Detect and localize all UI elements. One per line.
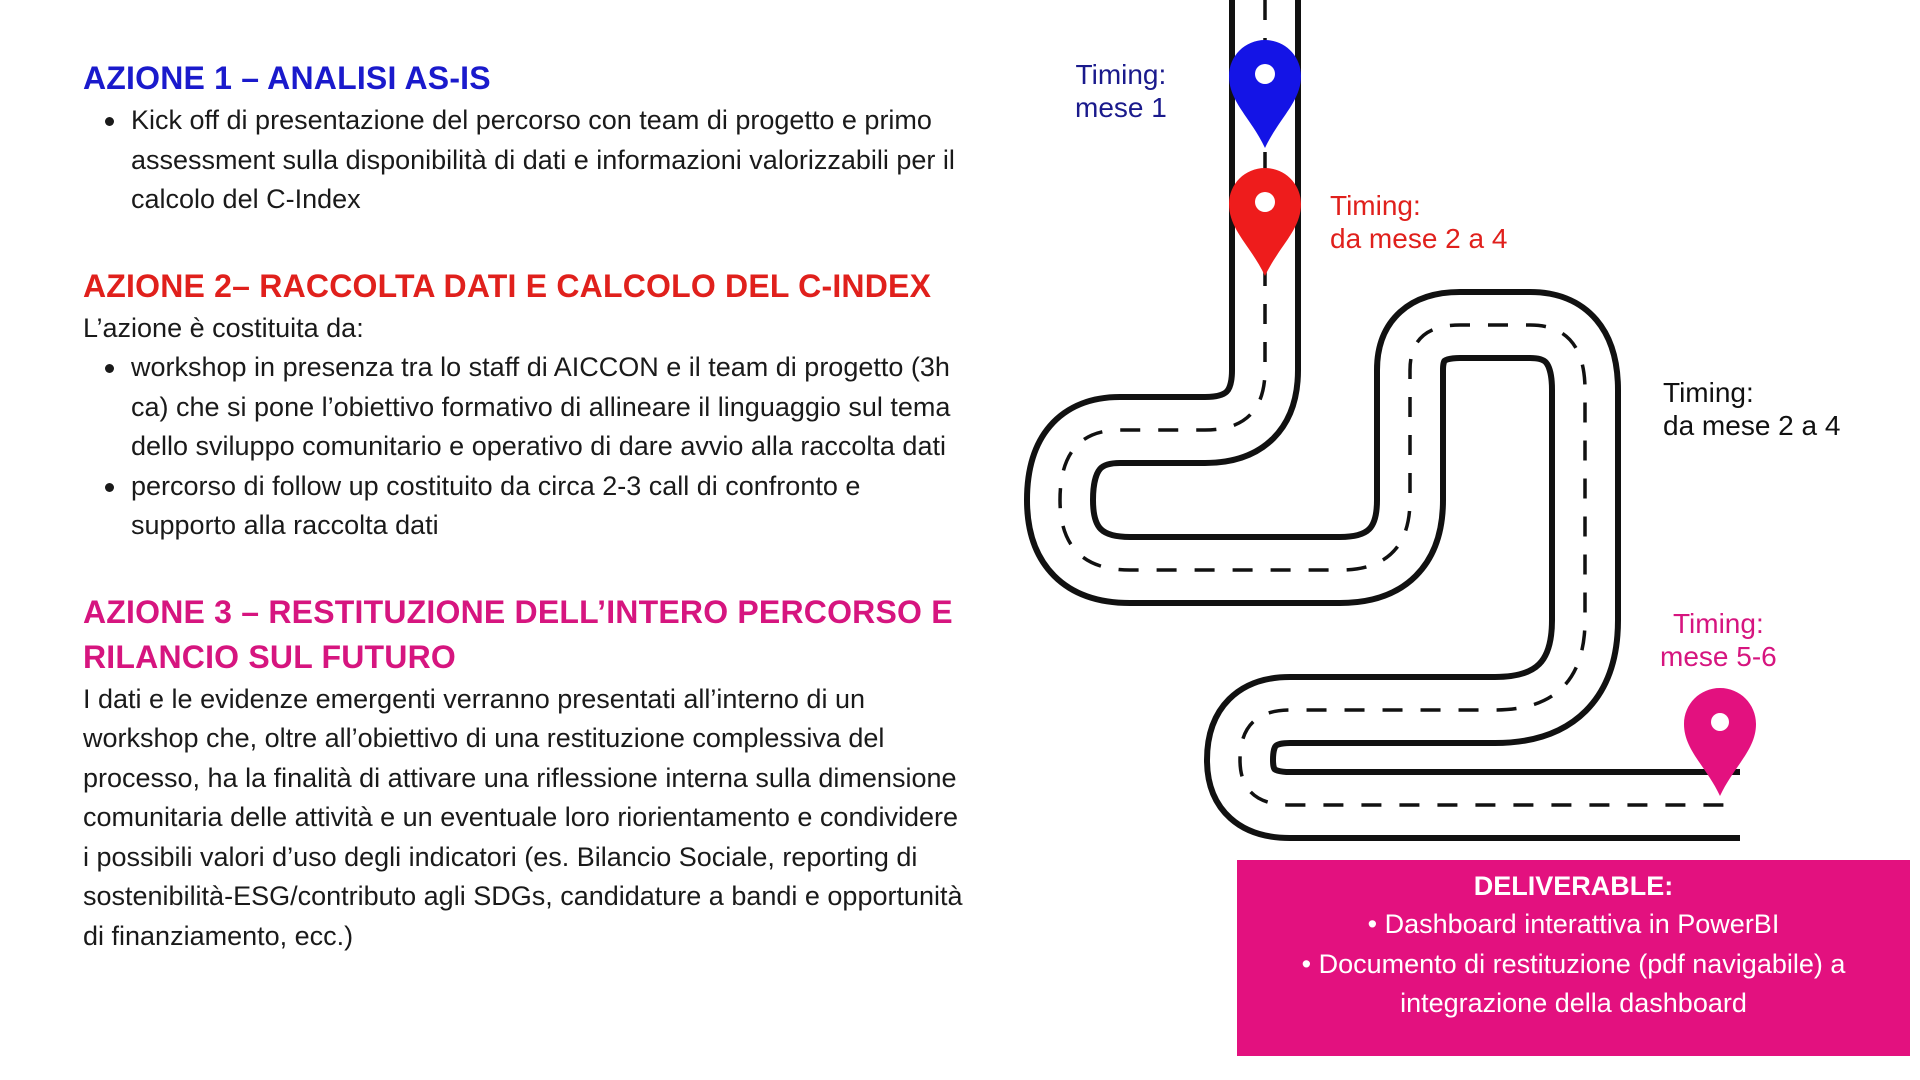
timing-label-3: Timing: da mese 2 a 4 — [1663, 376, 1840, 442]
deliverable-item: • Dashboard interattiva in PowerBI — [1367, 909, 1780, 939]
timing-value: da mese 2 a 4 — [1663, 410, 1841, 441]
timing-title: Timing: — [1672, 608, 1764, 639]
list-item: workshop in presenza tra lo staff di AIC… — [105, 348, 963, 467]
azione-3-title-line-1: AZIONE 3 – RESTITUZIONE DELL’INTERO PERC… — [83, 593, 953, 630]
road-body — [1024, 0, 1740, 841]
timing-value: mese 5-6 — [1660, 641, 1777, 672]
azione-2-list: workshop in presenza tra lo staff di AIC… — [83, 348, 963, 546]
timing-title: Timing: — [1330, 190, 1421, 221]
azione-3-title: AZIONE 3 – RESTITUZIONE DELL’INTERO PERC… — [83, 590, 963, 680]
timing-title: Timing: — [1663, 377, 1754, 408]
map-pin-icon — [1229, 40, 1301, 148]
timing-label-2: Timing: da mese 2 a 4 — [1330, 189, 1507, 255]
timing-title: Timing: — [1075, 59, 1167, 90]
azione-1-list: Kick off di presentazione del percorso c… — [83, 101, 963, 220]
list-item: percorso di follow up costituito da circ… — [105, 467, 963, 546]
list-item: Kick off di presentazione del percorso c… — [105, 101, 963, 220]
deliverable-box: DELIVERABLE: • Dashboard interattiva in … — [1237, 860, 1910, 1056]
azione-2-intro: L’azione è costituita da: — [83, 312, 364, 343]
timing-label-1: Timing: mese 1 — [1075, 58, 1167, 124]
azione-2-title: AZIONE 2– RACCOLTA DATI E CALCOLO DEL C-… — [83, 267, 932, 304]
map-pin-icon — [1229, 168, 1301, 276]
timing-label-4: Timing: mese 5-6 — [1660, 607, 1777, 673]
azione-3-text: I dati e le evidenze emergenti verranno … — [83, 683, 963, 951]
timing-value: da mese 2 a 4 — [1330, 223, 1508, 254]
azione-3-title-line-2: RILANCIO SUL FUTURO — [83, 638, 456, 675]
deliverable-item: • Documento di restituzione (pdf navigab… — [1301, 948, 1846, 979]
azione-1-title: AZIONE 1 – ANALISI AS-IS — [83, 60, 491, 96]
deliverable-item-continuation: integrazione della dashboard — [1400, 988, 1747, 1018]
deliverable-title: DELIVERABLE: — [1473, 871, 1674, 901]
map-pin-icon — [1684, 688, 1756, 796]
timing-value: mese 1 — [1075, 92, 1167, 123]
actions-column: AZIONE 1 – ANALISI AS-IS Kick off di pre… — [83, 56, 963, 956]
